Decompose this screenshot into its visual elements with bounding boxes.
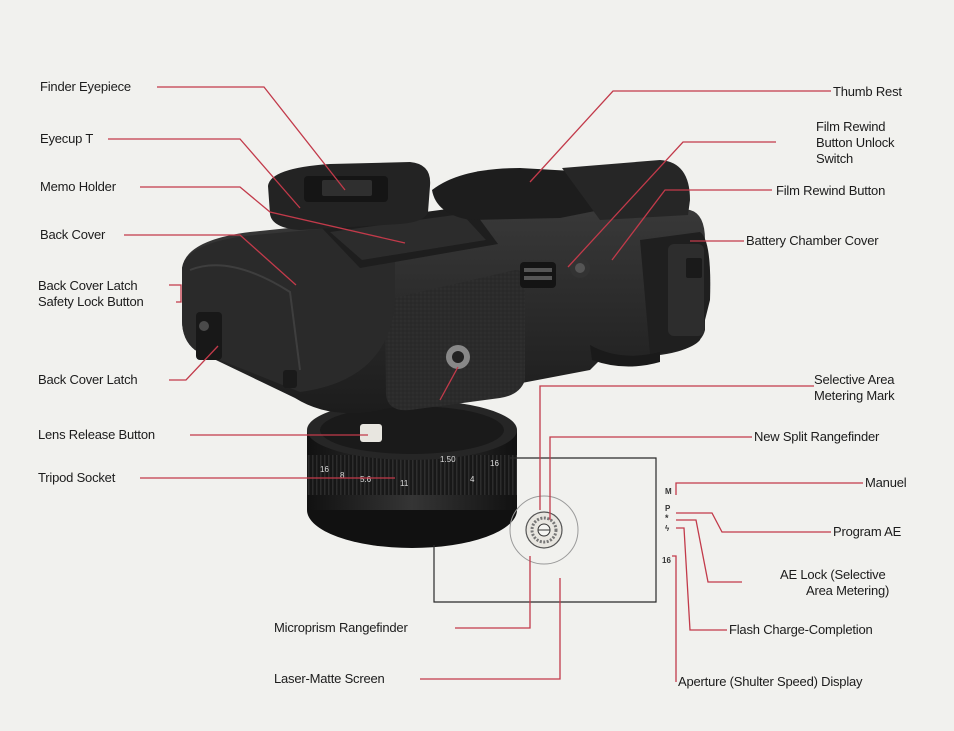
indicator-ae-lock: * <box>665 513 669 523</box>
label-line: Switch <box>816 151 854 166</box>
leader-lines <box>108 86 863 682</box>
lens: 16 8 5.6 11 1.50 4 16 <box>307 400 517 548</box>
viewfinder-display <box>433 457 657 603</box>
label-eyecup-t: Eyecup T <box>40 131 94 146</box>
indicator-aperture-digits: 16 <box>662 556 671 565</box>
label-film-rewind-unlock: Film Rewind Button Unlock Switch <box>816 119 895 167</box>
film-rewind-unlock-switch[interactable] <box>520 262 556 288</box>
indicator-p: P <box>665 504 671 513</box>
lens-scale-b: 8 <box>340 471 345 480</box>
label-battery-chamber-cover: Battery Chamber Cover <box>746 233 879 248</box>
label-ae-lock: AE Lock (Selective Area Metering) <box>780 567 889 599</box>
lens-scale-c: 5.6 <box>360 475 372 484</box>
battery-chamber-cover[interactable] <box>668 244 704 336</box>
label-line: Selective Area <box>814 372 895 387</box>
label-back-cover: Back Cover <box>40 227 106 242</box>
label-new-split-rangefinder: New Split Rangefinder <box>754 429 880 444</box>
label-thumb-rest: Thumb Rest <box>833 84 902 99</box>
label-selective-area-metering-mark: Selective Area Metering Mark <box>814 372 895 404</box>
label-lens-release-button: Lens Release Button <box>38 427 155 442</box>
camera-illustration: 16 8 5.6 11 1.50 4 16 <box>182 160 711 548</box>
label-line: Back Cover Latch <box>38 278 138 293</box>
label-laser-matte-screen: Laser-Matte Screen <box>274 671 385 686</box>
label-memo-holder: Memo Holder <box>40 179 116 194</box>
label-back-cover-latch: Back Cover Latch <box>38 372 138 387</box>
label-manual: Manuel <box>865 475 907 490</box>
label-line: AE Lock (Selective <box>780 567 886 582</box>
baseplate <box>385 269 525 411</box>
lens-focus-b: 16 <box>490 459 499 468</box>
indicator-flash: ϟ <box>665 524 670 533</box>
lens-scale-d: 11 <box>400 479 409 488</box>
lens-scale-a: 16 <box>320 465 329 474</box>
label-tripod-socket: Tripod Socket <box>38 470 116 485</box>
label-film-rewind-button: Film Rewind Button <box>776 183 886 198</box>
lens-scale-e: 1.50 <box>440 455 456 464</box>
thumb-rest <box>432 168 605 220</box>
label-flash-charge-completion: Flash Charge-Completion <box>729 622 873 637</box>
label-line: Metering Mark <box>814 388 895 403</box>
label-finder-eyepiece: Finder Eyepiece <box>40 79 131 94</box>
label-line: Area Metering) <box>806 583 890 598</box>
label-aperture-display: Aperture (Shulter Speed) Display <box>678 674 863 689</box>
lens-focus-a: 4 <box>470 475 475 484</box>
label-line: Safety Lock Button <box>38 294 144 309</box>
label-back-cover-latch-safety-lock: Back Cover Latch Safety Lock Button <box>38 278 144 310</box>
safety-lock-button[interactable] <box>199 321 209 331</box>
lens-release-button[interactable] <box>360 424 382 442</box>
back-cover <box>182 222 395 392</box>
indicator-m: M <box>665 487 672 496</box>
label-program-ae: Program AE <box>833 524 902 539</box>
viewfinder-indicators: M P * ϟ 16 <box>662 487 672 565</box>
label-microprism-rangefinder: Microprism Rangefinder <box>274 620 408 635</box>
label-line: Film Rewind <box>816 119 886 134</box>
label-line: Button Unlock <box>816 135 895 150</box>
back-cover-latch[interactable] <box>196 312 222 360</box>
